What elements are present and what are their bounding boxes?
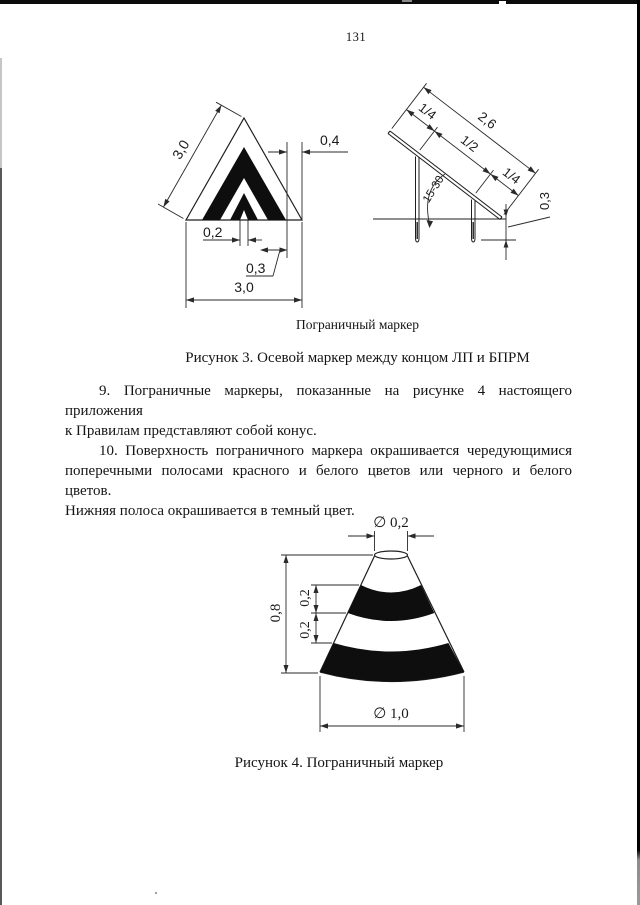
dim-label-angle: 15-30 — [421, 174, 447, 205]
paragraph9-line1: 9. Пограничные маркеры, показанные на ри… — [65, 383, 572, 419]
cone-right-side — [406, 555, 465, 673]
paragraph9-line2: к Правилам представляют собой конус. — [65, 423, 317, 439]
dim-label-height: 0,8 — [268, 604, 284, 623]
dim-cone-height: 0,8 — [268, 554, 373, 674]
scan-artifact-speck — [155, 892, 157, 894]
figure3-sublabel: Пограничный маркер — [295, 317, 420, 332]
figure3-caption: Рисунок 3. Осевой маркер между концом ЛП… — [185, 350, 530, 366]
dim-side-ground-height: 0,3 — [481, 192, 552, 260]
dim-label-upper-band: 0,2 — [298, 589, 313, 607]
marker-black-chevron-inner — [230, 193, 258, 220]
dim-label-total-length: 2,6 — [475, 109, 499, 132]
cone-black-band-lower — [320, 643, 464, 682]
dim-label-side-length: 3,0 — [169, 137, 193, 162]
marker-black-chevron-outer — [202, 147, 286, 220]
paragraph10-line2: поперечными полосами красного и белого ц… — [65, 463, 572, 499]
scan-artifact-left-bar-dark — [0, 168, 2, 905]
dim-cone-base-diameter: ∅ 1,0 — [319, 676, 465, 732]
dim-front-base-length: 3,0 — [185, 222, 303, 308]
dim-front-offset: 0,3 — [246, 247, 288, 277]
support-post-right — [471, 199, 476, 243]
cone-black-band-upper — [347, 585, 435, 621]
scan-artifact-top-bar-gap — [499, 1, 506, 4]
figure4-drawing: ∅ 0,2 0,8 0,2 0,2 — [268, 515, 465, 732]
dim-cone-bands: 0,2 0,2 — [298, 584, 359, 644]
figure3-drawing: 3,0 0,4 0,2 0,3 — [157, 83, 552, 308]
dim-label-base-diameter: ∅ 1,0 — [373, 706, 409, 722]
dim-side-lengths: 1/4 1/2 1/4 2,6 — [391, 83, 539, 215]
paragraph10-line3: Нижняя полоса окрашивается в темный цвет… — [65, 503, 355, 519]
dim-label-top-diameter: ∅ 0,2 — [373, 515, 409, 531]
scan-artifact-top-bar-gray — [402, 0, 412, 2]
dim-cone-top-diameter: ∅ 0,2 — [348, 515, 434, 551]
scan-artifact-top-bar — [0, 0, 640, 4]
dim-label-center-width: 0,2 — [203, 224, 223, 240]
figure3-front-view — [184, 116, 304, 221]
cone-top-ellipse — [373, 550, 409, 560]
paragraph10-line1: 10. Поверхность пограничного маркера окр… — [99, 443, 572, 459]
dim-label-ground-height: 0,3 — [537, 192, 552, 210]
dim-front-center-width: 0,2 — [203, 220, 262, 246]
dim-front-stripe-width: 0,4 — [268, 132, 348, 258]
marker-panel — [387, 130, 503, 220]
dim-label-base-length: 3,0 — [234, 279, 254, 295]
page-number: 131 — [345, 30, 367, 44]
figure3-side-view — [373, 130, 506, 243]
figure4-caption: Рисунок 4. Пограничный маркер — [234, 755, 444, 771]
dim-label-stripe-width: 0,4 — [320, 132, 340, 148]
support-post-left — [415, 156, 420, 243]
dim-label-lower-band: 0,2 — [298, 621, 313, 639]
dim-label-offset: 0,3 — [246, 260, 266, 276]
figure4-cone — [319, 550, 465, 683]
dim-side-angle: 15-30 — [421, 173, 447, 228]
body-text: 9. Пограничные маркеры, показанные на ри… — [65, 381, 572, 521]
scan-artifact-left-bar-light — [0, 58, 2, 168]
